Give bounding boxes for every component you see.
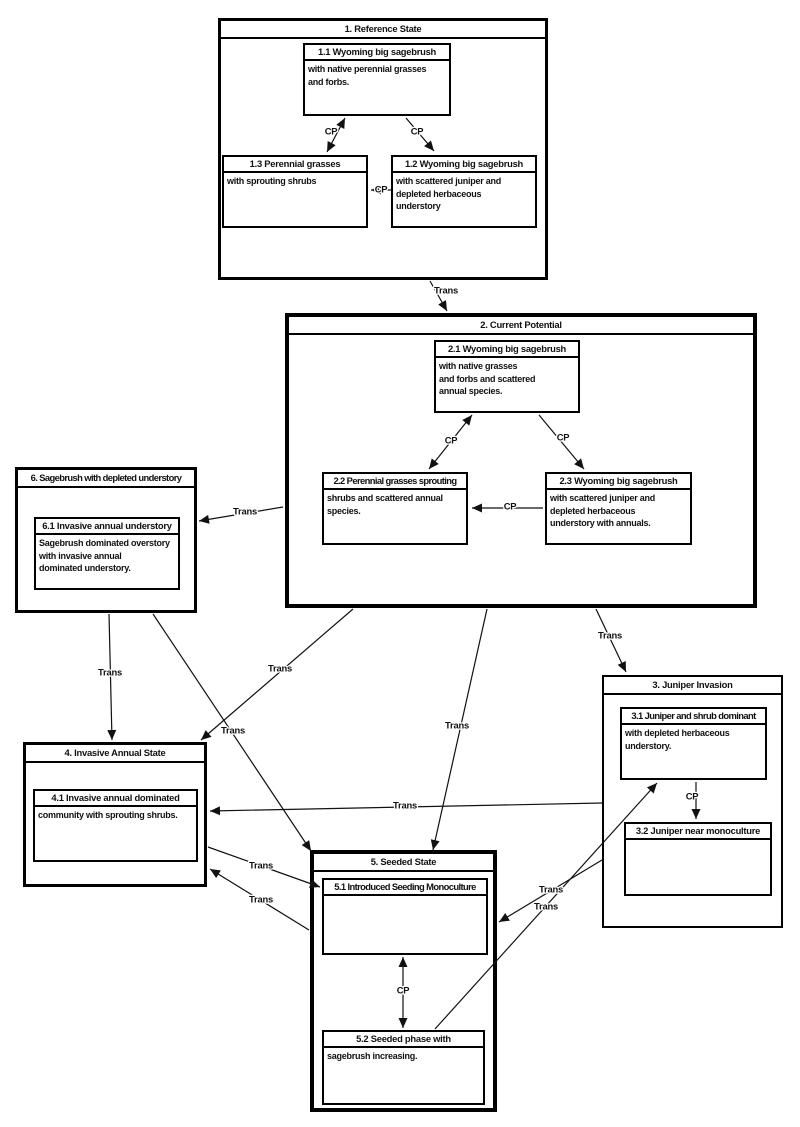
trans-label: Trans [534,900,558,911]
phase-body-2-3: with scattered juniper and depleted herb… [550,493,656,528]
phase-box-2-3: 2.3 Wyoming big sagebrush with scattered… [545,472,692,545]
trans-arrow-3-to-4 [209,802,603,816]
phase-title-5-2: 5.2 Seeded phase with [324,1032,483,1048]
phase-title-1-2: 1.2 Wyoming big sagebrush [393,157,535,173]
state-box-4-invasive-annual-state: 4. Invasive Annual State 4.1 Invasive an… [23,742,207,887]
state-box-3-juniper-invasion: 3. Juniper Invasion 3.1 Juniper and shru… [602,675,783,928]
trans-label: Trans [249,893,273,904]
trans-arrow-3-to-5 [498,859,603,923]
phase-box-1-3: 1.3 Perennial grasses with sprouting shr… [222,155,368,228]
phase-box-2-1: 2.1 Wyoming big sagebrush with native gr… [434,340,580,413]
phase-box-1-1: 1.1 Wyoming big sagebrush with native pe… [303,43,451,116]
phase-box-1-2: 1.2 Wyoming big sagebrush with scattered… [391,155,537,228]
trans-arrow-1-to-2 [429,280,448,312]
state-title-6: 6. Sagebrush with depleted understory [18,470,194,488]
phase-box-4-1: 4.1 Invasive annual dominated community … [33,789,198,862]
phase-title-1-3: 1.3 Perennial grasses [224,157,366,173]
state-box-1-reference-state: 1. Reference State 1.1 Wyoming big sageb… [218,18,548,280]
trans-label: Trans [233,505,257,516]
phase-body-2-2: shrubs and scattered annual species. [327,493,443,516]
phase-body-1-1: with native perennial grasses and forbs. [308,64,427,87]
phase-body-5-2: sagebrush increasing. [327,1051,418,1061]
trans-label: Trans [445,719,469,730]
phase-body-2-1: with native grasses and forbs and scatte… [439,361,536,396]
phase-body-3-1: with depleted herbaceous understory. [625,728,730,751]
phase-title-3-1: 3.1 Juniper and shrub dominant [622,709,765,725]
state-box-5-seeded-state: 5. Seeded State 5.1 Introduced Seeding M… [310,850,497,1112]
state-title-3: 3. Juniper Invasion [604,677,781,695]
phase-title-4-1: 4.1 Invasive annual dominated [35,791,196,807]
trans-arrow-2-to-4 [200,608,354,741]
state-title-4: 4. Invasive Annual State [26,745,204,763]
phase-body-3-2 [626,840,770,844]
phase-title-2-1: 2.1 Wyoming big sagebrush [436,342,578,358]
state-box-2-current-potential: 2. Current Potential 2.1 Wyoming big sag… [285,313,757,608]
phase-title-1-1: 1.1 Wyoming big sagebrush [305,45,449,61]
state-title-2: 2. Current Potential [289,317,753,335]
phase-box-3-1: 3.1 Juniper and shrub dominant with depl… [620,707,767,780]
trans-label: Trans [98,666,122,677]
phase-title-2-2: 2.2 Perennial grasses sprouting [324,474,466,490]
trans-label: Trans [598,629,622,640]
phase-body-5-1 [324,896,486,900]
trans-label: Trans [539,883,563,894]
phase-title-6-1: 6.1 Invasive annual understory [36,519,178,535]
trans-arrow-2-to-5 [430,608,488,851]
trans-label: Trans [221,724,245,735]
phase-body-1-3: with sprouting shrubs [227,176,317,186]
phase-body-4-1: community with sprouting shrubs. [38,810,178,820]
phase-title-3-2: 3.2 Juniper near monoculture [626,824,770,840]
trans-label: Trans [393,799,417,810]
phase-body-1-2: with scattered juniper and depleted herb… [396,176,502,211]
phase-box-2-2: 2.2 Perennial grasses sprouting shrubs a… [322,472,468,545]
trans-arrow-6-to-4 [107,613,117,741]
phase-title-5-1: 5.1 Introduced Seeding Monoculture [324,880,486,896]
phase-box-6-1: 6.1 Invasive annual understory Sagebrush… [34,517,180,590]
trans-arrow-2-to-6 [198,506,284,524]
state-box-6-sagebrush-depleted-understory: 6. Sagebrush with depleted understory 6.… [15,467,197,613]
state-title-5: 5. Seeded State [314,854,493,872]
phase-box-5-2: 5.2 Seeded phase with sagebrush increasi… [322,1030,485,1105]
phase-title-2-3: 2.3 Wyoming big sagebrush [547,474,690,490]
phase-box-3-2: 3.2 Juniper near monoculture [624,822,772,896]
state-title-1: 1. Reference State [221,21,545,39]
trans-arrow-4-to-5-1 [207,846,321,888]
trans-label: Trans [249,859,273,870]
trans-label: Trans [268,662,292,673]
trans-arrow-2-to-3 [595,608,627,673]
phase-body-6-1: Sagebrush dominated overstory with invas… [39,538,170,573]
trans-label: Trans [434,284,458,295]
trans-arrow-5-to-4 [209,868,310,931]
phase-box-5-1: 5.1 Introduced Seeding Monoculture [322,878,488,955]
